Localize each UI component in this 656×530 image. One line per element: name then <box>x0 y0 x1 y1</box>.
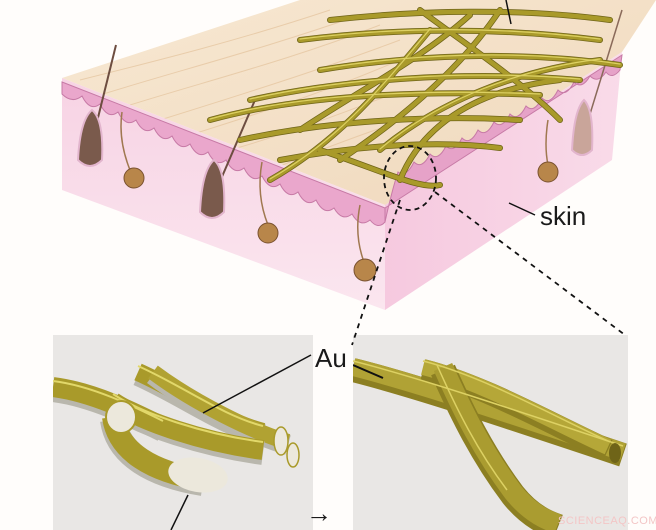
watermark: SCIENCEAQ.COM <box>558 515 656 527</box>
gold-nanomesh <box>207 7 623 189</box>
au-label: Au <box>315 343 347 373</box>
skin-block-illustration <box>61 0 656 310</box>
sweat-gland-1 <box>120 111 145 189</box>
fibre-cross-section-1 <box>105 400 137 434</box>
skin-pointer-line <box>508 202 536 216</box>
coated-fibres-illustration <box>53 354 312 530</box>
hollow-shells-illustration <box>353 358 627 530</box>
skin-top-surface <box>62 0 656 205</box>
hair-follicle-2 <box>198 99 256 219</box>
hollow-end-1 <box>609 443 621 463</box>
top-pointer-line <box>505 0 512 25</box>
au-pointer-line-left <box>202 354 312 414</box>
epidermis-band-right <box>384 53 623 223</box>
fibre-cross-section-4 <box>286 442 300 468</box>
au-pointer-line-right <box>353 364 384 379</box>
zoom-region-circle <box>383 145 437 211</box>
transition-arrow: → <box>306 498 332 528</box>
fibre-cross-section-2 <box>168 457 228 493</box>
epidermis-band-front <box>61 81 386 226</box>
hair-follicle-1 <box>76 44 117 167</box>
sweat-gland-2 <box>257 161 279 244</box>
skin-right-side <box>385 52 622 310</box>
skin-label: skin <box>540 201 587 231</box>
core-pointer-line <box>170 494 189 530</box>
panel-coated-fibres <box>53 335 313 530</box>
fibre-cross-section-3 <box>273 426 289 456</box>
sweat-gland-4 <box>537 119 559 183</box>
hair-follicle-3 <box>570 9 623 156</box>
skin-texture-lines <box>79 9 401 171</box>
panel-hollow-shells: SCIENCEAQ.COM <box>353 335 656 530</box>
